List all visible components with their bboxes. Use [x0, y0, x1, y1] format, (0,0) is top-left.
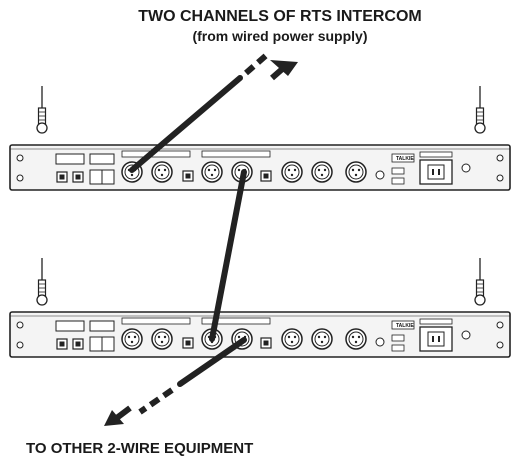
caption-bottom: TO OTHER 2-WIRE EQUIPMENT: [26, 440, 254, 457]
antenna-icon: [36, 257, 48, 306]
brand-label: TALKIE: [396, 323, 414, 329]
antenna-icon: [36, 85, 48, 134]
antenna-icon: [474, 85, 486, 134]
brand-label: TALKIE: [396, 156, 414, 162]
rack-unit-top: TALKIE: [9, 85, 511, 191]
cable-link-between-units: [209, 169, 247, 342]
cable-bottom-outgoing: [104, 337, 247, 426]
antenna-icon: [474, 257, 486, 306]
rack-unit-bottom: TALKIE: [9, 257, 511, 358]
caption-top-subtitle: (from wired power supply): [192, 28, 368, 44]
caption-top-title: TWO CHANNELS OF RTS INTERCOM: [138, 8, 422, 25]
cable-top-incoming: [129, 49, 298, 173]
